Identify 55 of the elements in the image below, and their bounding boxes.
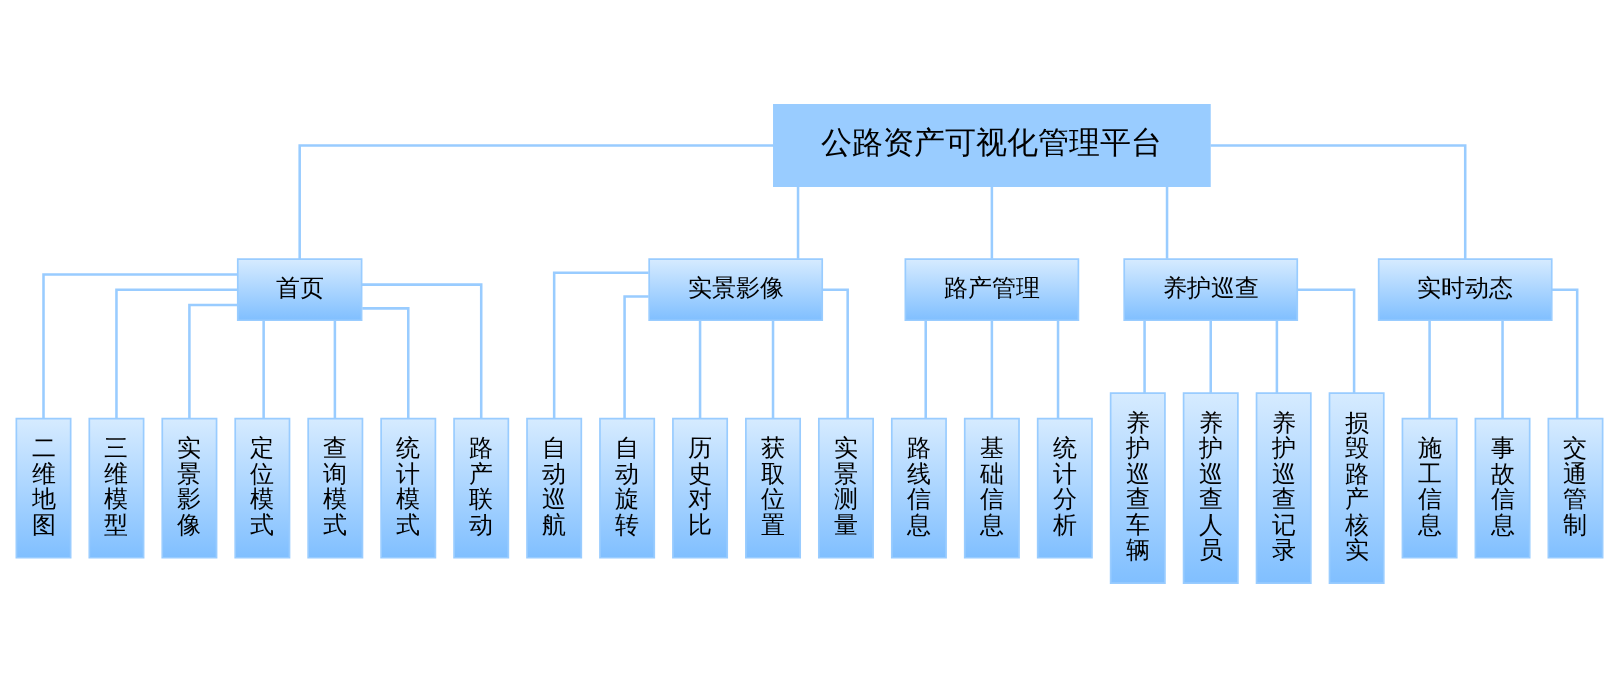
connector [796, 185, 800, 259]
node-box: 首页 [236, 257, 363, 321]
connector [115, 287, 238, 418]
connector [698, 319, 702, 418]
node-box: 三维模型 [88, 417, 145, 559]
node-box: 实时动态 [1377, 257, 1553, 321]
node-box: 事故信息 [1474, 417, 1531, 559]
connector [1056, 319, 1060, 418]
node-box: 路线信息 [890, 417, 947, 559]
node-box: 二维地图 [15, 417, 72, 559]
connector [42, 272, 238, 418]
node-box: 养护巡查记录 [1255, 391, 1312, 584]
node-box: 查询模式 [307, 417, 364, 559]
connector [298, 143, 774, 259]
connector [990, 185, 994, 259]
connector [771, 319, 775, 418]
connector [1428, 319, 1431, 418]
node-box: 获取位置 [745, 417, 801, 559]
connector [1165, 185, 1169, 259]
connector [1143, 319, 1146, 393]
node-box: 实景影像 [161, 417, 218, 559]
node-box: 交通管制 [1547, 417, 1604, 559]
connector [623, 294, 649, 418]
connector [990, 319, 994, 418]
node-box: 实景影像 [648, 257, 824, 321]
node-box: 路产管理 [904, 257, 1080, 321]
node-box: 施工信息 [1401, 417, 1458, 559]
connector [1501, 319, 1504, 418]
connector [1275, 319, 1279, 393]
node-box: 统计模式 [380, 417, 437, 559]
connector [924, 319, 927, 418]
node-box: 自动旋转 [599, 417, 656, 559]
connector [188, 303, 238, 418]
connector [361, 282, 483, 418]
node-box: 养护巡查人员 [1182, 391, 1239, 584]
node-box: 损毁路产核实 [1328, 391, 1385, 584]
connector [262, 319, 265, 418]
node-box: 自动巡航 [526, 417, 583, 559]
node-box: 路产联动 [453, 417, 510, 559]
connector [822, 287, 849, 418]
connector [1551, 287, 1579, 418]
node-box: 养护巡查车辆 [1109, 391, 1166, 584]
node-box: 实景测量 [818, 417, 874, 559]
node-box: 养护巡查 [1123, 257, 1299, 321]
node-box: 统计分析 [1036, 417, 1093, 559]
connector [552, 270, 649, 418]
node-box: 公路资产可视化管理平台 [773, 103, 1211, 187]
connector [1210, 143, 1467, 259]
connector [1209, 319, 1212, 393]
node-box: 基础信息 [963, 417, 1020, 559]
connector [333, 319, 337, 418]
connector [362, 306, 410, 418]
node-box: 历史对比 [672, 417, 729, 559]
connector [1297, 287, 1356, 393]
node-box: 定位模式 [234, 417, 291, 559]
